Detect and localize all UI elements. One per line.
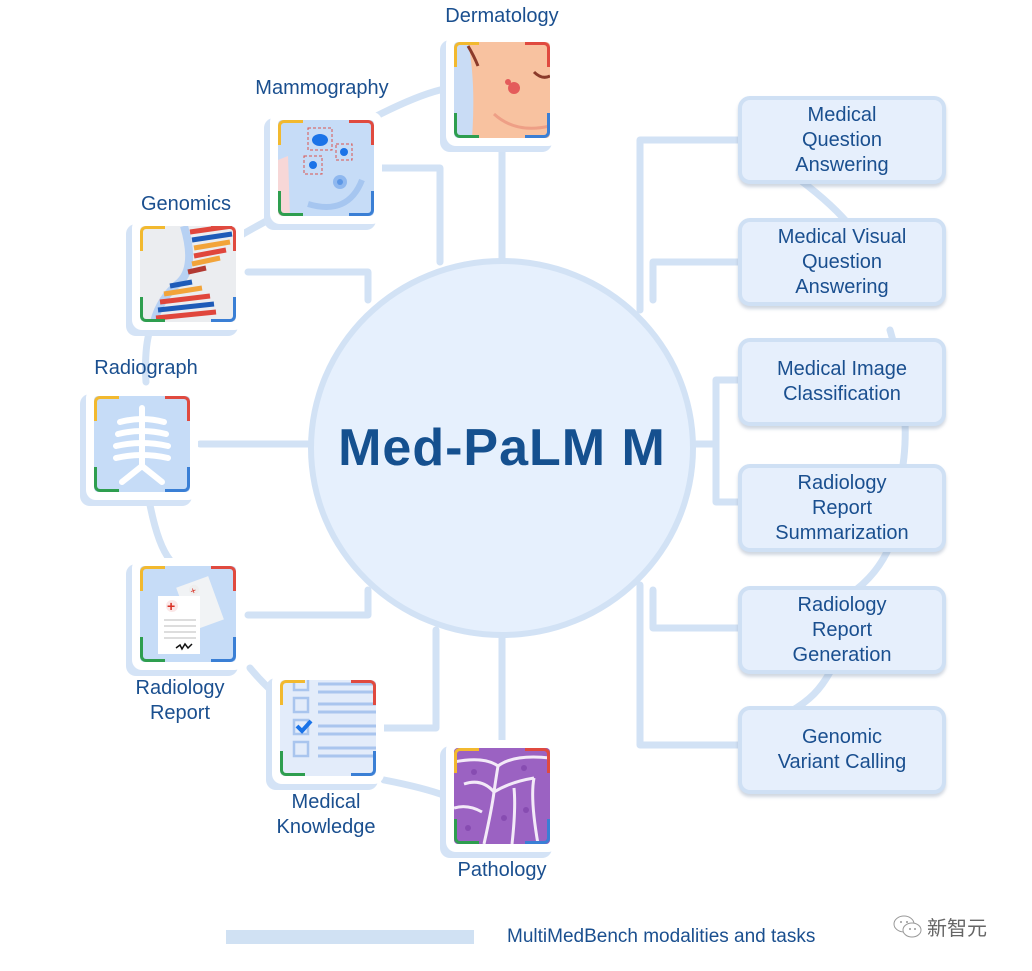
watermark-text: 新智元	[927, 918, 987, 940]
dna-helix-icon	[140, 226, 236, 322]
legend-label: MultiMedBench modalities and tasks	[507, 926, 816, 947]
chest-xray-icon	[94, 396, 190, 492]
connector-rrs	[712, 440, 744, 506]
connector-gvc	[636, 581, 744, 749]
modality-tile-radiograph	[86, 388, 198, 500]
task-label: Medical Question Answering	[795, 103, 889, 176]
modality-tile-dermatology	[446, 34, 558, 146]
checklist-icon	[280, 680, 376, 776]
mammography-icon	[278, 120, 374, 216]
connector-radiology-report	[244, 586, 372, 619]
task-medical-image-classification: Medical Image Classification	[738, 338, 946, 426]
modality-label-pathology: Pathology	[457, 859, 547, 881]
modality-label-medical-knowledge: Medical Knowledge	[276, 791, 376, 838]
legend-swatch	[226, 930, 474, 944]
task-medical-question-answering: Medical Question Answering	[738, 96, 946, 184]
connector-rrg	[649, 586, 744, 632]
task-label: Medical Image Classification	[776, 358, 908, 405]
modality-tile-medical-knowledge	[272, 672, 384, 784]
wechat-icon	[893, 915, 922, 937]
task-medical-visual-question-answering: Medical Visual Question Answering	[738, 218, 946, 306]
task-label: Radiology Report Generation	[792, 593, 892, 666]
connector-medical-knowledge	[380, 626, 440, 732]
hub-circle: Med-PaLM M	[308, 258, 696, 638]
task-radiology-report-generation: Radiology Report Generation	[738, 586, 946, 674]
modality-tile-genomics	[132, 218, 244, 330]
task-radiology-report-summarization: Radiology Report Summarization	[738, 464, 946, 552]
connector-genomics	[244, 268, 372, 304]
task-label: Medical Visual Question Answering	[777, 225, 907, 298]
modality-label-mammography: Mammography	[255, 77, 389, 99]
svg-text:+: +	[167, 598, 175, 614]
modality-tile-pathology	[446, 740, 558, 852]
modality-label-radiograph: Radiograph	[94, 357, 198, 379]
hub-title: Med-PaLM M	[338, 419, 666, 477]
connector-mic	[692, 376, 744, 448]
task-genomic-variant-calling: Genomic Variant Calling	[738, 706, 946, 794]
modality-label-dermatology: Dermatology	[445, 5, 559, 27]
task-label: Genomic Variant Calling	[777, 726, 907, 773]
modality-tile-mammography	[270, 112, 382, 224]
connector-mammography	[378, 164, 444, 266]
report-document-icon: ++	[140, 566, 236, 662]
task-label: Radiology Report Summarization	[775, 471, 909, 544]
watermark: 新智元	[893, 912, 987, 941]
pathology-slide-icon	[454, 748, 550, 844]
modality-label-radiology-report: Radiology Report	[135, 677, 225, 724]
connector-mvqa	[649, 258, 744, 304]
connector-mqa	[636, 136, 744, 314]
modality-label-genomics: Genomics	[140, 193, 232, 215]
modality-tile-radiology-report: ++	[132, 558, 244, 670]
svg-text:+: +	[189, 585, 198, 597]
